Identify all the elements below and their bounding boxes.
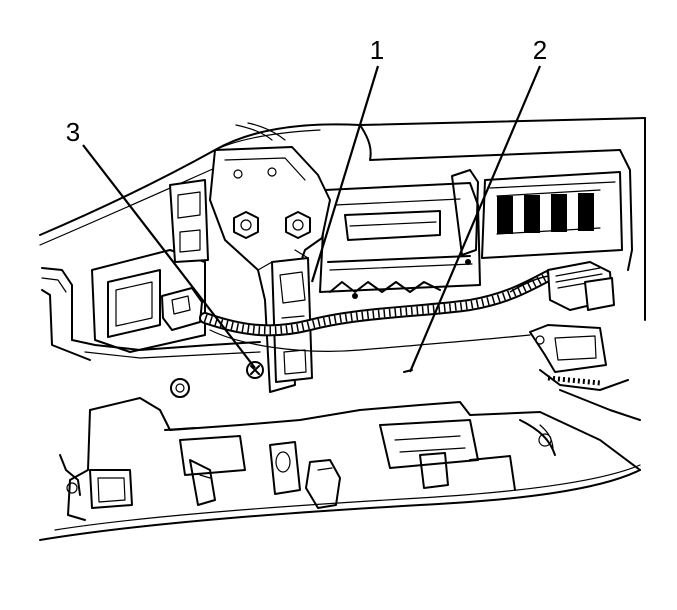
wiring-harness bbox=[199, 269, 561, 352]
mounting-bracket bbox=[209, 146, 331, 393]
callout-3-leader bbox=[82, 144, 256, 369]
callout-1-leader bbox=[310, 65, 380, 283]
lower-trim-panel bbox=[39, 397, 641, 541]
left-module bbox=[91, 179, 209, 353]
left-frame bbox=[41, 267, 261, 361]
upper-nut-right bbox=[285, 211, 311, 239]
upper-nut-left bbox=[233, 211, 259, 239]
center-duct-housing bbox=[319, 169, 481, 299]
callout-label-1: 1 bbox=[370, 35, 384, 65]
callout-label-3: 3 bbox=[66, 117, 80, 147]
callout-2-leader bbox=[408, 65, 542, 373]
vent-grille bbox=[481, 171, 623, 259]
screw-item-3 bbox=[246, 361, 264, 379]
harness-connector bbox=[547, 261, 615, 311]
grommet bbox=[170, 378, 190, 398]
callout-label-2: 2 bbox=[533, 35, 547, 65]
right-clip-bracket bbox=[529, 324, 641, 421]
